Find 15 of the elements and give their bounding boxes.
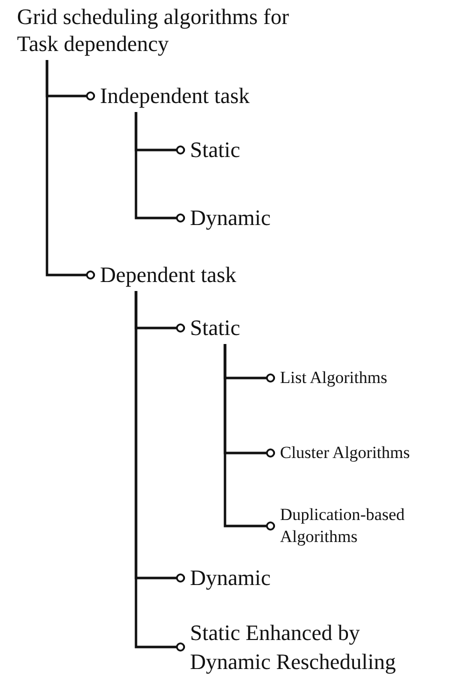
branch-label: Static xyxy=(185,137,240,163)
branch-label: Dependent task xyxy=(95,262,236,288)
tree-connector xyxy=(224,344,275,530)
branch-label: Static xyxy=(185,315,240,341)
branch-label: Static Enhanced by Dynamic Rescheduling xyxy=(185,618,430,676)
tree-connector xyxy=(134,112,185,222)
leaf-label: List Algorithms xyxy=(275,367,388,389)
leaf-label: Cluster Algorithms xyxy=(275,442,410,464)
tree-connector xyxy=(134,291,185,652)
tree-connector xyxy=(46,60,95,280)
branch-label: Dynamic xyxy=(185,205,271,231)
branch-label: Dynamic xyxy=(185,565,271,591)
branch-label: Independent task xyxy=(95,83,250,109)
leaf-label: Duplication-based Algorithms xyxy=(275,504,450,548)
root-label: Grid scheduling algorithms for Task dependency xyxy=(12,3,307,57)
